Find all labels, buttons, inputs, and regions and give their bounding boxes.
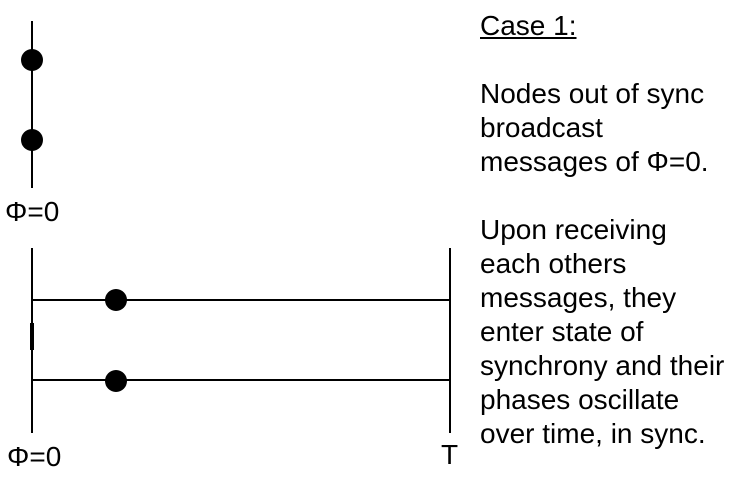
node-a-dot xyxy=(21,49,43,71)
end-axis-line xyxy=(449,248,451,433)
node-b-dot xyxy=(21,129,43,151)
node-b-timeline xyxy=(31,379,451,381)
phase-zero-label-bottom: Φ=0 xyxy=(7,441,62,472)
case-heading: Case 1: xyxy=(480,10,577,41)
synchrony-paragraph: Upon receiving each others messages, the… xyxy=(480,214,725,449)
node-a-sync-dot xyxy=(105,289,127,311)
node-b-sync-dot xyxy=(105,370,127,392)
period-t-label: T xyxy=(441,439,459,470)
notes-column: Case 1: Nodes out of sync broadcast mess… xyxy=(480,9,752,451)
phase-zero-label-top: Φ=0 xyxy=(5,196,60,227)
broadcast-paragraph: Nodes out of sync broadcast messages of … xyxy=(480,78,709,177)
phase-axis-tick xyxy=(30,323,34,350)
node-a-timeline xyxy=(31,299,451,301)
phase-axis-line xyxy=(31,21,33,188)
